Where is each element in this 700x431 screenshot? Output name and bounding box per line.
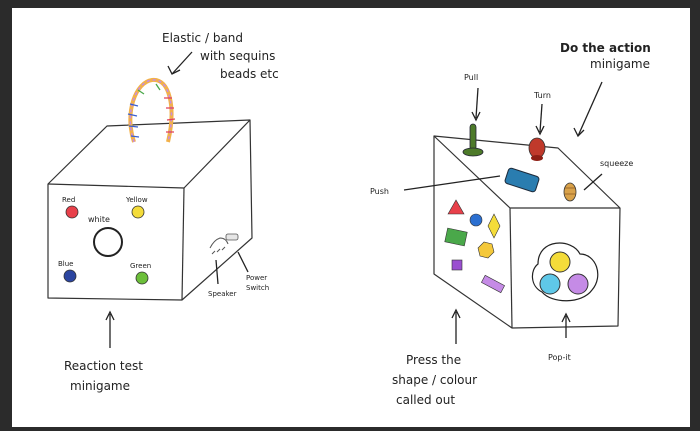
action-label-line1: Do the action xyxy=(560,41,651,55)
reaction-caption-line2: minigame xyxy=(70,379,130,393)
popit-label: Pop-it xyxy=(548,353,571,362)
reaction-test-box xyxy=(48,120,252,300)
diamond-shape xyxy=(488,214,500,238)
shape-caption-line1: Press the xyxy=(406,353,461,367)
push-arrow xyxy=(404,176,500,190)
speaker-holes xyxy=(212,247,225,254)
green-button-label: Green xyxy=(130,262,151,270)
elastic-band xyxy=(128,80,175,142)
push-button xyxy=(504,167,539,192)
pull-label: Pull xyxy=(464,73,478,82)
turn-arrow xyxy=(540,104,542,132)
action-arrow xyxy=(578,82,602,136)
elastic-arrow xyxy=(172,52,192,74)
elastic-label-line2: with sequins xyxy=(200,49,275,63)
red-button xyxy=(66,206,78,218)
power-switch-label-line2: Switch xyxy=(246,284,269,292)
pull-arrow xyxy=(476,88,478,118)
side-controls: Speaker Power Switch xyxy=(208,234,269,298)
squeeze-label: squeeze xyxy=(600,159,633,168)
push-label: Push xyxy=(370,187,389,196)
hexagon-shape xyxy=(478,242,494,258)
yellow-button-label: Yellow xyxy=(125,196,148,204)
yellow-button xyxy=(132,206,144,218)
speaker-grille xyxy=(210,238,228,248)
shape-caption-line2: shape / colour xyxy=(392,373,477,387)
blue-button-label: Blue xyxy=(58,260,74,268)
power-switch-arrow xyxy=(238,252,248,272)
concept-sketch: Elastic / band with sequins beads etc Re… xyxy=(12,8,690,427)
square-shape xyxy=(452,260,462,270)
popit-cyan-bubble xyxy=(540,274,560,294)
elastic-label-line1: Elastic / band xyxy=(162,31,243,45)
white-button-label: white xyxy=(88,215,110,224)
circle-shape xyxy=(470,214,482,226)
green-button xyxy=(136,272,148,284)
triangle-shape xyxy=(448,200,464,214)
reaction-caption-line1: Reaction test xyxy=(64,359,143,373)
turn-knob xyxy=(529,138,545,161)
action-label-line2: minigame xyxy=(590,57,650,71)
blue-button xyxy=(64,270,76,282)
popit-yellow-bubble xyxy=(550,252,570,272)
sketch-sheet: Elastic / band with sequins beads etc Re… xyxy=(12,8,690,427)
speaker-label: Speaker xyxy=(208,290,237,298)
red-button-label: Red xyxy=(62,196,75,204)
shape-buttons xyxy=(445,200,505,293)
action-arrowhead xyxy=(574,128,584,136)
power-switch-label-line1: Power xyxy=(246,274,267,282)
reaction-buttons: Red Yellow white Blue Green xyxy=(58,196,151,284)
squeeze-ball xyxy=(564,183,576,201)
elastic-label: Elastic / band with sequins beads etc xyxy=(162,31,279,81)
elastic-label-line3: beads etc xyxy=(220,67,279,81)
speaker-arrow xyxy=(216,260,218,284)
white-button xyxy=(94,228,122,256)
rectangle-shape xyxy=(445,228,467,246)
shape-caption-line3: called out xyxy=(396,393,455,407)
turn-label: Turn xyxy=(533,91,551,100)
bar-shape xyxy=(481,275,504,292)
pop-it xyxy=(532,243,597,301)
power-switch xyxy=(226,234,238,240)
popit-purple-bubble xyxy=(568,274,588,294)
